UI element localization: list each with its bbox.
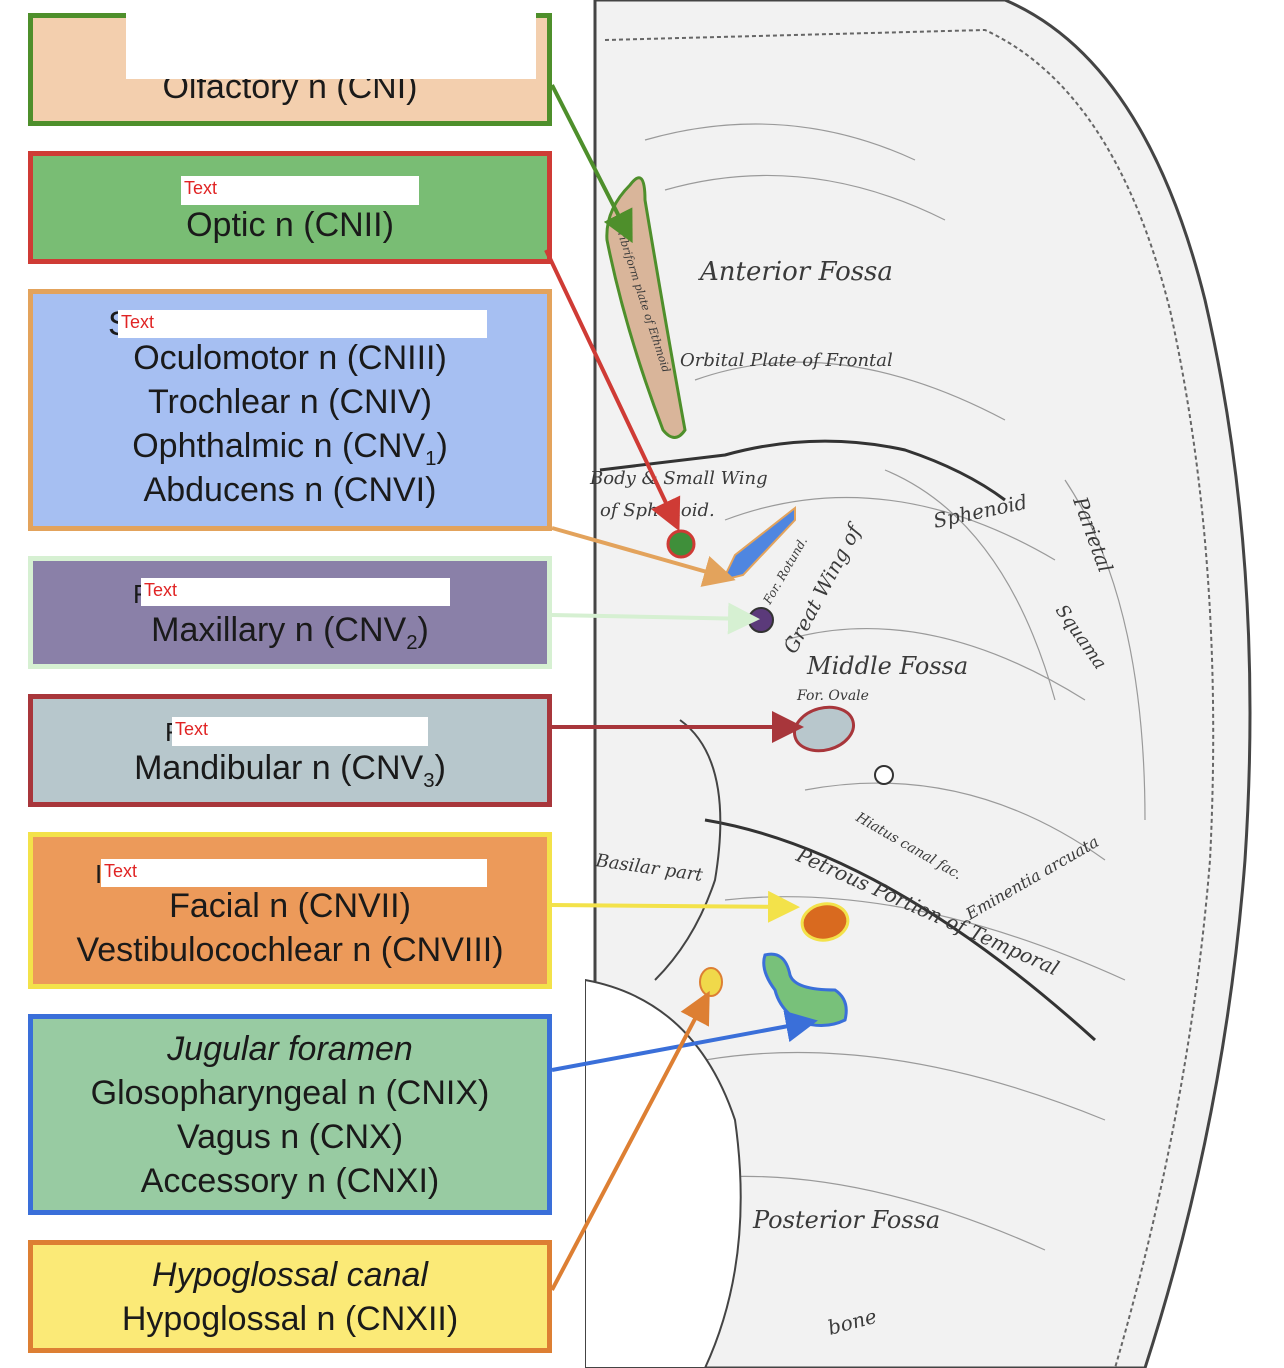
skull-base-illustration: Anterior Fossa Orbital Plate of Frontal …	[585, 0, 1252, 1368]
hypoglossal-canal-heading: Hypoglossal canal	[152, 1255, 428, 1294]
jugular-foramen-heading: Jugular foramen	[167, 1029, 413, 1068]
hypoglossal-canal-mark	[699, 967, 723, 997]
skull-inner-outline	[604, 28, 1215, 1368]
skull-label-posterior-fossa: Posterior Fossa	[752, 1206, 940, 1234]
hypoglossal-nerve-label: Hypoglossal n (CNXII)	[121, 1299, 459, 1338]
stub-letter-internal: I	[95, 859, 103, 889]
abducens-nerve-label: Abducens n (CNVI)	[143, 471, 437, 509]
accessory-nerve-label: Accessory n (CNXI)	[140, 1161, 440, 1200]
facial-nerve-label: Facial n (CNVII)	[169, 887, 411, 925]
jugular-foramen-mark	[762, 952, 848, 1027]
ophthalmic-nerve-label: Ophthalmic n (CNV1)	[132, 427, 448, 470]
maxillary-nerve-label: Maxillary n (CNV2)	[151, 611, 429, 654]
redaction-mask-rotundum: Text	[141, 578, 450, 606]
redaction-mask-ovale: Text	[172, 717, 428, 746]
vestibulocochlear-nerve-label: Vestibulocochlear n (CNVIII)	[76, 931, 504, 969]
skull-label-middle-fossa: Middle Fossa	[806, 652, 968, 680]
box-jugular-foramen: Jugular foramen Glosopharyngeal n (CNIX)…	[28, 1014, 552, 1215]
box-internal-acoustic-meatus: Facial n (CNVII) Vestibulocochlear n (CN…	[28, 832, 552, 989]
skull-label-of-sphenoid: of Sphenoid.	[600, 500, 715, 521]
skull-label-anterior-fossa: Anterior Fossa	[698, 257, 893, 287]
redaction-mask-orbital: Text	[118, 310, 487, 338]
redaction-mask-internal: Text	[101, 859, 487, 887]
skull-label-body-sphenoid: Body & Small Wing	[589, 468, 768, 489]
box-foramen-ovale: Mandibular n (CNV3)	[28, 694, 552, 807]
clivus-outline	[654, 719, 722, 981]
foramen-spinosum-mark	[874, 765, 894, 785]
foramen-rotundum-mark	[748, 607, 774, 633]
sphenoid-ridge	[599, 439, 1006, 502]
skull-label-for-ovale: For. Ovale	[796, 688, 869, 704]
box-foramen-rotundum: Maxillary n (CNV2)	[28, 556, 552, 669]
trochlear-nerve-label: Trochlear n (CNIV)	[147, 383, 433, 421]
mandibular-nerve-label: Mandibular n (CNV3)	[134, 749, 446, 792]
skull-label-orbital-plate: Orbital Plate of Frontal	[680, 350, 893, 371]
optic-canal-mark	[666, 529, 696, 559]
redaction-mask-optic: Text	[181, 176, 419, 205]
vagus-nerve-label: Vagus n (CNX)	[176, 1117, 404, 1156]
optic-nerve-label: Optic n (CNII)	[186, 206, 394, 244]
box-hypoglossal-canal: Hypoglossal canal Hypoglossal n (CNXII)	[28, 1240, 552, 1353]
petrous-ridge	[704, 818, 1097, 1042]
glossopharyngeal-nerve-label: Glosopharyngeal n (CNIX)	[90, 1073, 490, 1112]
box-optic-canal: Optic n (CNII)	[28, 151, 552, 264]
internal-acoustic-meatus-mark	[800, 902, 850, 942]
redaction-mask-cribriform	[126, 13, 536, 79]
oculomotor-nerve-label: Oculomotor n (CNIII)	[133, 339, 447, 377]
